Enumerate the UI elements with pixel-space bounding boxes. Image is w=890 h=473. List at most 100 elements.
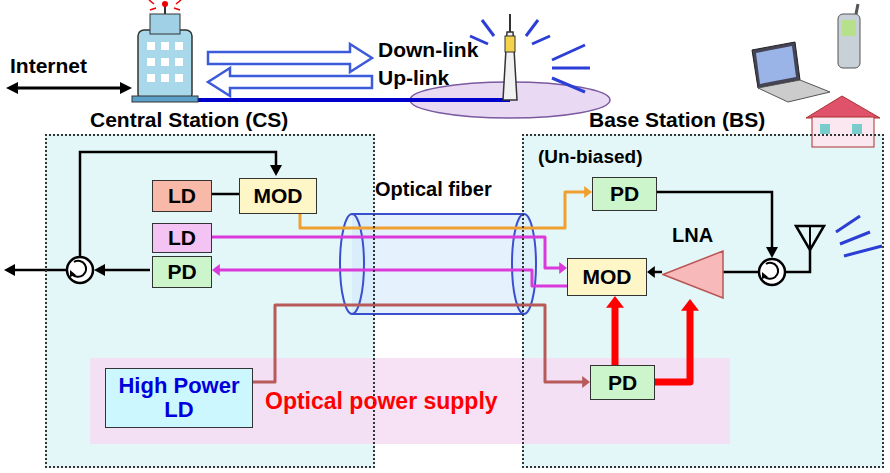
arrow-head [559,262,567,274]
rect-shape [842,20,856,36]
polygon-shape [120,82,132,94]
connector [647,266,662,278]
circle-shape [759,259,785,285]
connector-line [212,193,239,196]
device-box: LD [152,180,212,212]
path-shape [552,45,590,92]
phone-icon [838,4,860,68]
polyline-shape [655,192,772,249]
connector [212,194,239,195]
rect-shape [147,74,155,82]
region-heading: Optical power supply [265,388,498,415]
device-box: MOD [239,178,317,214]
line-shape [8,269,66,272]
polygon-shape [208,44,372,72]
arrow-head [582,376,590,388]
rect-shape [147,58,155,66]
rect-shape [147,42,155,50]
device-label: High Power LD [111,374,247,422]
connector-line [212,237,560,268]
house-icon [806,96,880,147]
polygon-shape [4,264,15,276]
polygon-shape [758,80,830,102]
connector-line [219,270,567,286]
path-shape [470,20,550,44]
antenna-tower [470,14,590,100]
power-supply-band: Optical power supply High Power LD PD [90,358,730,444]
device-label: LD [168,184,196,208]
text-label: (Un-biased) [538,146,643,168]
line-shape [16,87,122,90]
device-box: LD [152,223,212,253]
polygon-shape [806,96,880,118]
arrow-head [647,266,655,278]
rect-shape [812,117,874,147]
line-shape [352,213,524,215]
polygon-shape [756,46,796,84]
text-label: Internet [10,54,87,78]
polygon-shape [6,82,18,94]
polygon-shape [766,247,778,258]
polygon-shape [796,226,824,250]
device-box: High Power LD [105,368,253,428]
rect-shape [161,42,169,50]
amplifier-triangle-shape [663,251,723,298]
arrow-head [212,264,220,276]
region-heading: Base Station (BS) [589,108,765,132]
polygon-shape [70,270,76,277]
connector [253,305,590,388]
polygon-shape [270,165,282,176]
line-shape [722,271,759,274]
text-label: Down-link [378,38,478,62]
connector-line [253,305,583,382]
circulator-symbol [759,259,785,285]
device-label: PD [167,260,196,284]
amplifier-node: LNA [662,224,724,299]
device-box: PD [592,177,657,211]
line-shape [856,4,858,14]
polygon-shape [94,264,105,276]
rect-shape [175,58,183,66]
device-label: LD [168,226,196,250]
connector [212,264,567,286]
circulator-symbol [67,257,93,283]
arrow-head [606,296,624,308]
line-shape [809,226,811,250]
laptop-icon [752,42,830,102]
amplifier-triangle [662,250,724,299]
rect-shape [138,30,192,100]
rect-shape [175,42,183,50]
device-box: MOD [567,258,647,296]
device-label: PD [610,182,639,206]
connector [655,299,699,382]
device-box: PD [152,256,212,288]
connector [212,237,567,274]
line-shape [509,14,511,32]
polyline-shape [785,250,810,272]
polygon-shape [762,272,768,279]
connector-line [655,309,690,382]
station-region: Base Station (BS)PDMODLNA [522,134,884,468]
rect-shape [838,14,860,68]
rect-shape [820,124,830,134]
amplifier-label: LNA [672,224,713,247]
region-heading: Central Station (CS) [90,108,288,132]
arrow-head [584,186,592,198]
arrow-head [681,299,699,311]
text-label: Optical fiber [375,178,492,201]
line-shape [103,269,150,272]
connector-line [612,306,619,365]
rect-shape [505,36,515,52]
device-box: PD [590,365,655,400]
rect-shape [90,358,730,444]
connector-line [654,271,662,274]
text-label: Up-link [378,66,449,90]
line-shape [196,98,510,102]
path-shape [836,216,882,256]
circle-shape [67,257,93,283]
antenna-symbol [796,216,882,256]
path-shape [149,0,181,10]
rect-shape [132,96,198,102]
connector [606,296,624,365]
rect-shape [852,124,862,134]
